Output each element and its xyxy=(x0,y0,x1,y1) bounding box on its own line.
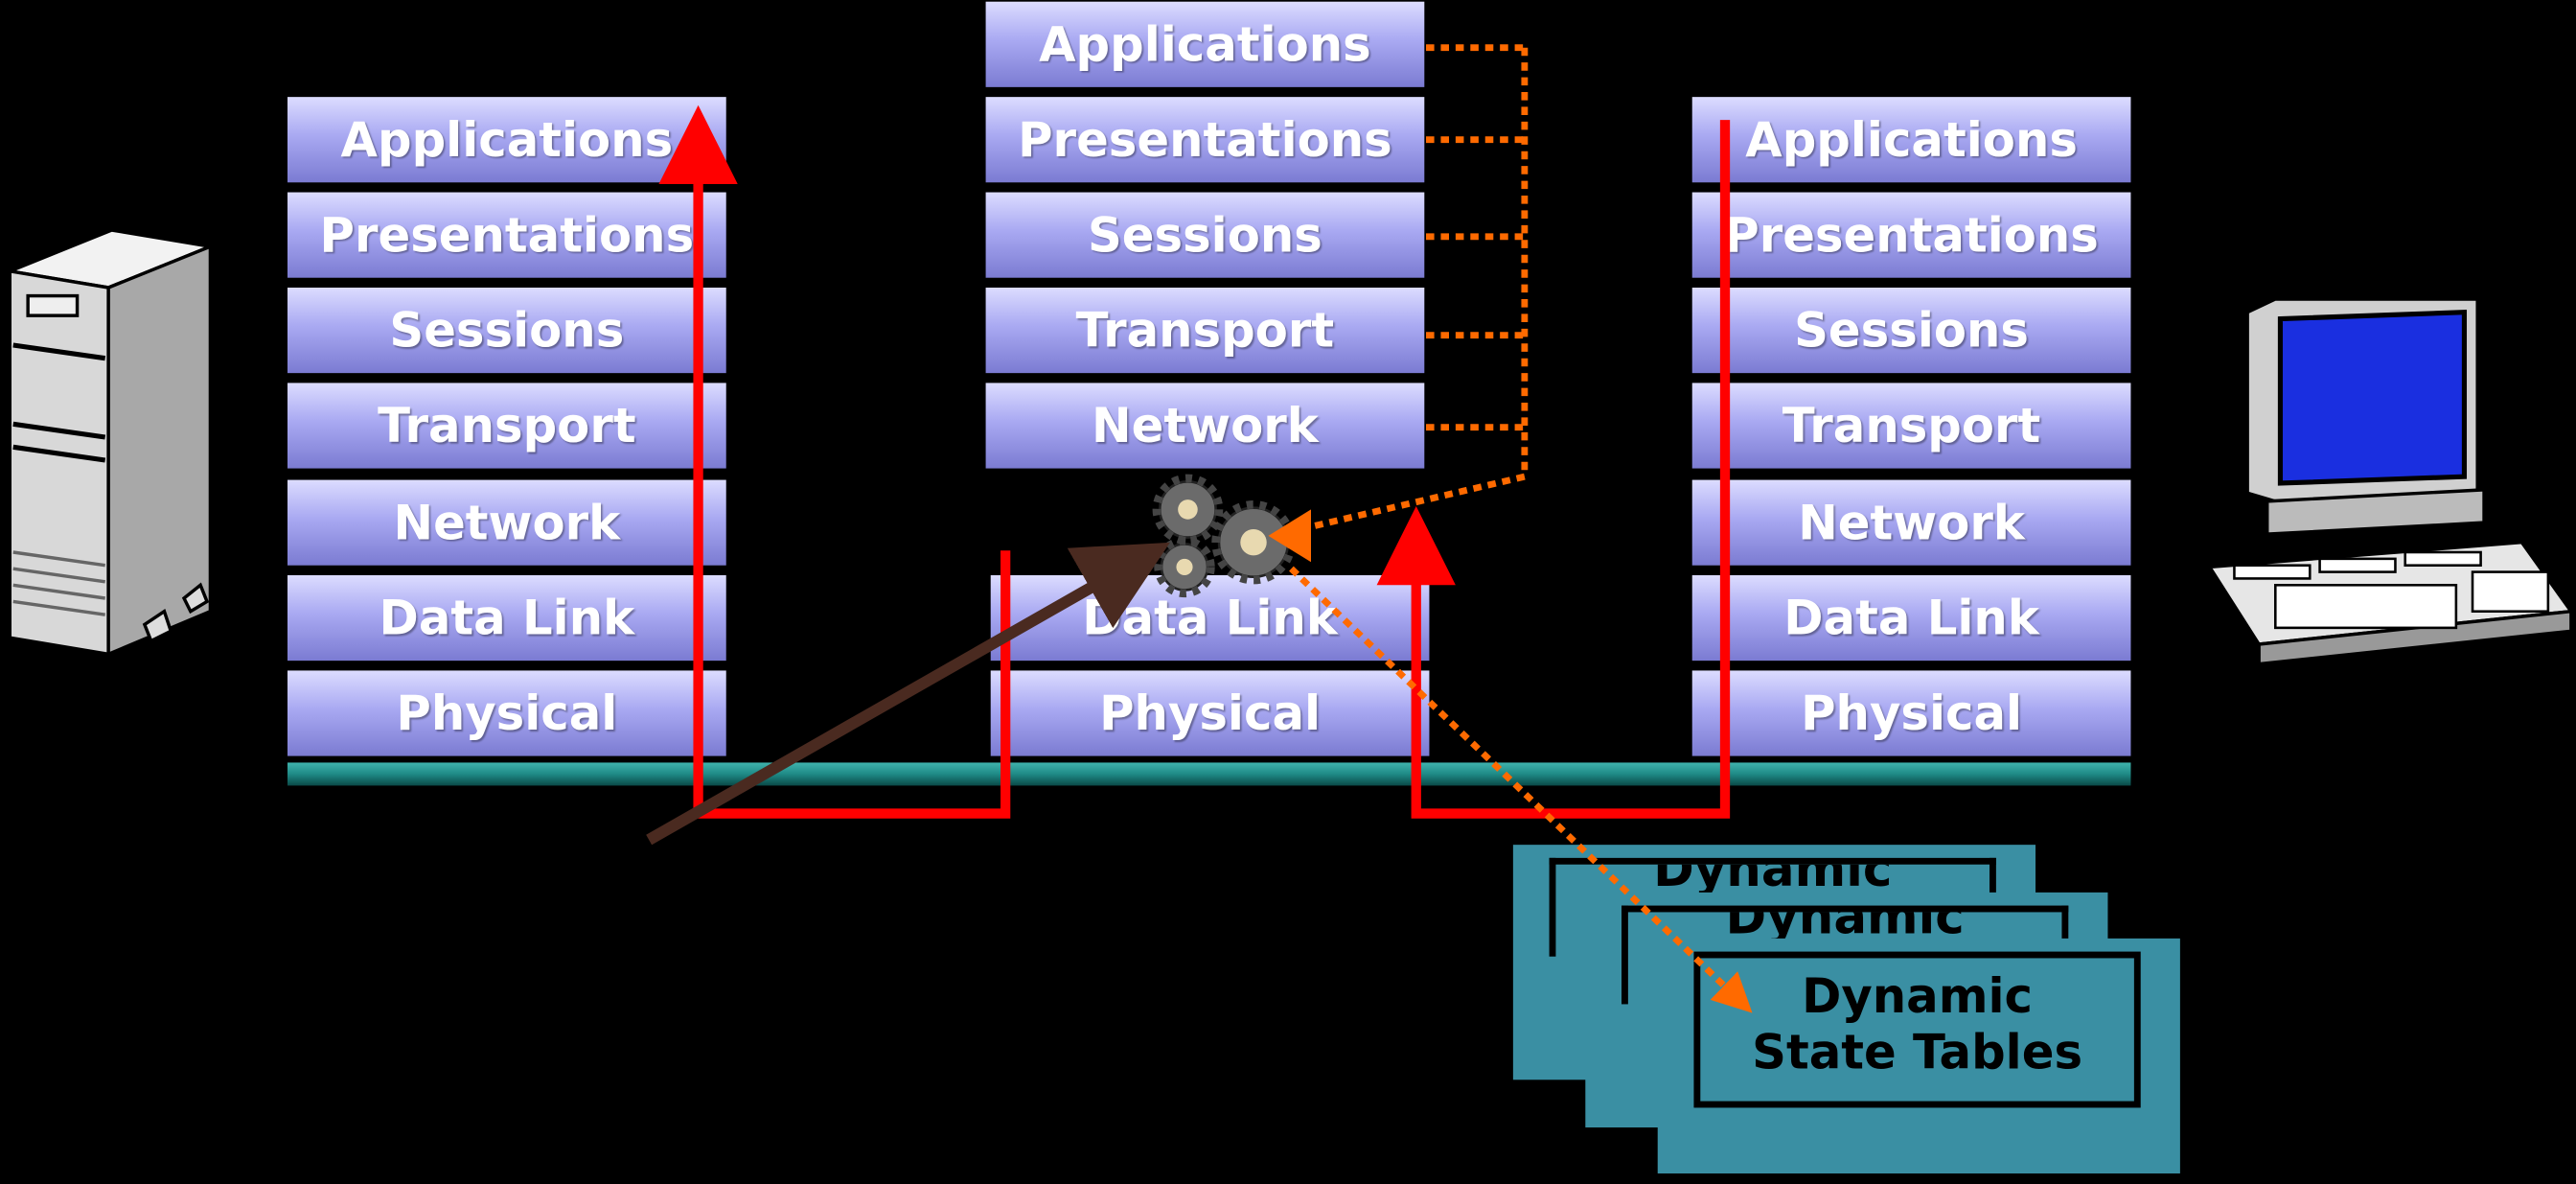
state-table-title: Dynamic State Tables xyxy=(1700,968,2134,1080)
network-wire xyxy=(288,762,2131,786)
red-path-right xyxy=(1376,120,1731,819)
right-layer-physical: Physical xyxy=(1691,670,2131,756)
left-layer-transport: Transport xyxy=(288,383,726,469)
right-layer-presentations: Presentations xyxy=(1691,192,2131,278)
red-path-left xyxy=(658,104,1011,819)
state-table-card-front: Dynamic State Tables xyxy=(1657,938,2180,1174)
state-table-title-line2: State Tables xyxy=(1752,1024,2083,1080)
left-layer-network: Network xyxy=(288,479,726,566)
right-layer-applications: Applications xyxy=(1691,97,2131,183)
left-layer-sessions: Sessions xyxy=(288,288,726,374)
right-layer-network: Network xyxy=(1691,479,2131,566)
middle-layer-transport: Transport xyxy=(985,288,1425,374)
right-layer-data-link: Data Link xyxy=(1691,575,2131,662)
middle-layer-presentations: Presentations xyxy=(985,97,1425,183)
middle-layer-data-link: Data Link xyxy=(990,575,1430,662)
middle-layer-applications: Applications xyxy=(985,1,1425,87)
left-layer-applications: Applications xyxy=(288,97,726,183)
middle-layer-sessions: Sessions xyxy=(985,192,1425,278)
middle-layer-physical: Physical xyxy=(990,670,1430,756)
left-layer-physical: Physical xyxy=(288,670,726,756)
inspection-arrowhead xyxy=(1268,509,1312,563)
middle-layer-network: Network xyxy=(985,383,1425,469)
left-layer-presentations: Presentations xyxy=(288,192,726,278)
right-layer-transport: Transport xyxy=(1691,383,2131,469)
left-layer-data-link: Data Link xyxy=(288,575,726,662)
state-table-title-line1: Dynamic xyxy=(1802,967,2034,1025)
right-layer-sessions: Sessions xyxy=(1691,288,2131,374)
